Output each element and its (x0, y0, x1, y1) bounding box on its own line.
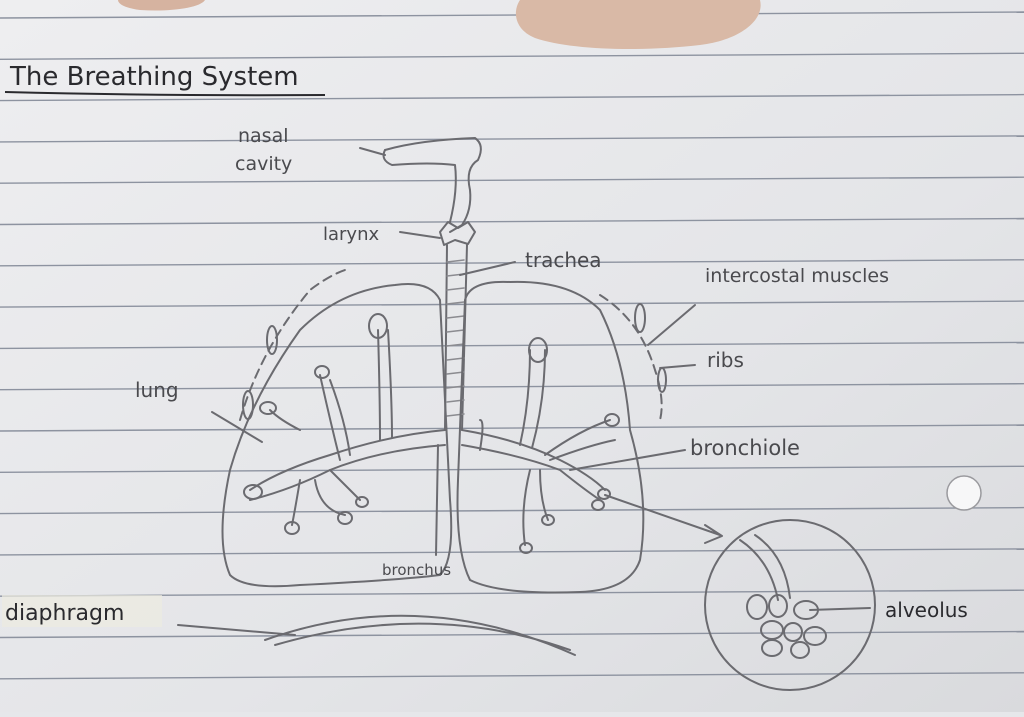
alveolus-cluster (739, 534, 827, 659)
ruled-line (0, 672, 1024, 680)
ruled-line (0, 589, 1024, 597)
alveolus-magnified-circle (704, 519, 876, 691)
ribs-drawing (239, 269, 667, 421)
label-leader-lines (177, 147, 871, 636)
ruled-line (0, 424, 1024, 432)
label-diaphragm: diaphragm (5, 601, 124, 626)
label-larynx: larynx (323, 224, 379, 245)
ruled-line (0, 93, 1024, 102)
finger-top-left (118, 0, 205, 11)
label-ribs: ribs (707, 348, 744, 372)
trachea-ring (446, 357, 465, 361)
page-title: The Breathing System (9, 62, 299, 92)
punch-hole (946, 475, 982, 511)
trachea-ring (446, 301, 465, 305)
trachea-ring (446, 315, 465, 319)
label-nasal-line1: nasal (238, 125, 289, 147)
ruled-line (0, 341, 1024, 350)
trachea-ring (446, 371, 465, 375)
label-trachea: trachea (525, 248, 602, 272)
ruled-line (0, 11, 1024, 19)
ruled-line (0, 548, 1024, 556)
ruled-line (0, 52, 1024, 60)
ruled-line (0, 383, 1024, 391)
ruled-line (0, 135, 1024, 143)
label-alveolus: alveolus (885, 598, 968, 622)
label-bronchiole: bronchiole (690, 436, 800, 460)
finger-top-right (515, 0, 761, 50)
trachea-ring (446, 259, 465, 263)
magnify-arrow (604, 494, 723, 544)
label-intercostal-muscles: intercostal muscles (705, 265, 889, 287)
left-lung (221, 283, 453, 588)
label-lung: lung (135, 378, 179, 402)
label-highlight (2, 595, 162, 627)
ruled-line (0, 176, 1024, 184)
trachea-ring (446, 343, 465, 347)
trachea-ring (446, 329, 465, 333)
ruled-line (0, 300, 1024, 308)
ruled-line (0, 217, 1024, 226)
diaphragm-drawing (264, 614, 576, 656)
label-bronchus: bronchus (382, 561, 451, 579)
ruled-line (0, 506, 1024, 515)
ruled-line (0, 465, 1024, 473)
title-underline (4, 91, 326, 97)
trachea-ring (446, 287, 465, 291)
alveoli-small (243, 313, 620, 554)
label-nasal-line2: cavity (235, 153, 292, 175)
